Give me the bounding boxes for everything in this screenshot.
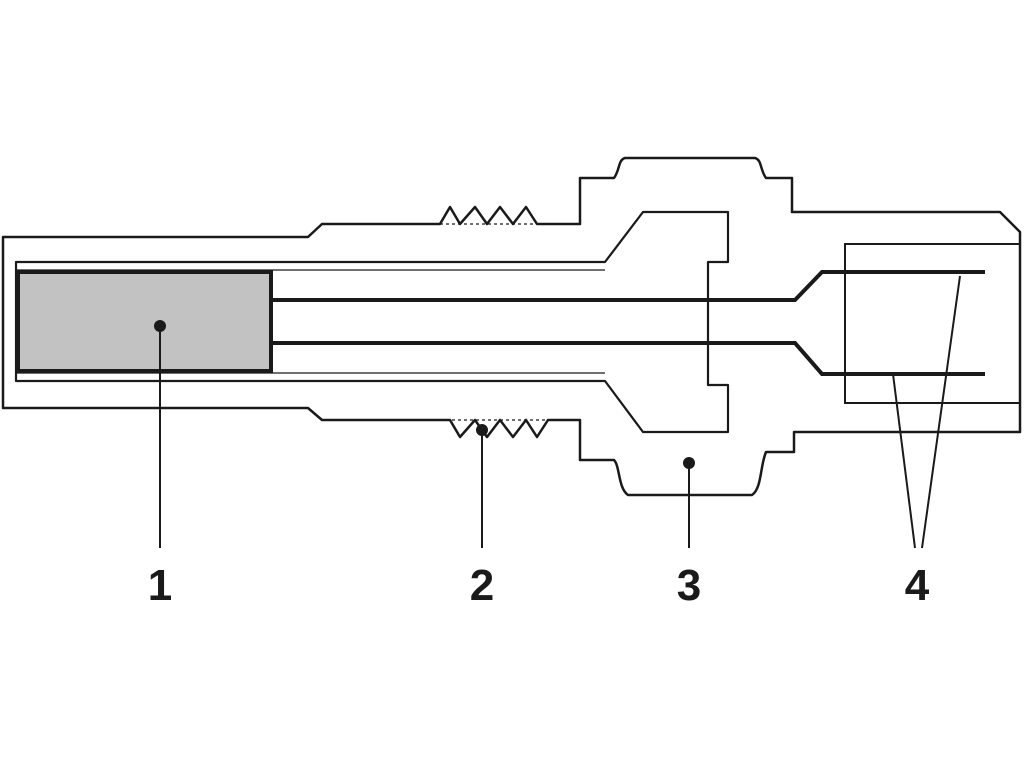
- connector-housing: [844, 243, 1021, 404]
- inner-bore-outline: [14, 210, 730, 434]
- lead-wire-upper: [271, 270, 985, 302]
- callout-4-leader-a: [892, 373, 916, 549]
- lead-wire-lower: [271, 341, 985, 376]
- sensing-element: [16, 270, 273, 373]
- callout-label-3: 3: [677, 561, 701, 610]
- callout-label-1: 1: [148, 561, 172, 610]
- callout-label-4: 4: [905, 561, 930, 610]
- callout-4-leader-b: [921, 275, 961, 549]
- callout-label-2: 2: [470, 561, 494, 610]
